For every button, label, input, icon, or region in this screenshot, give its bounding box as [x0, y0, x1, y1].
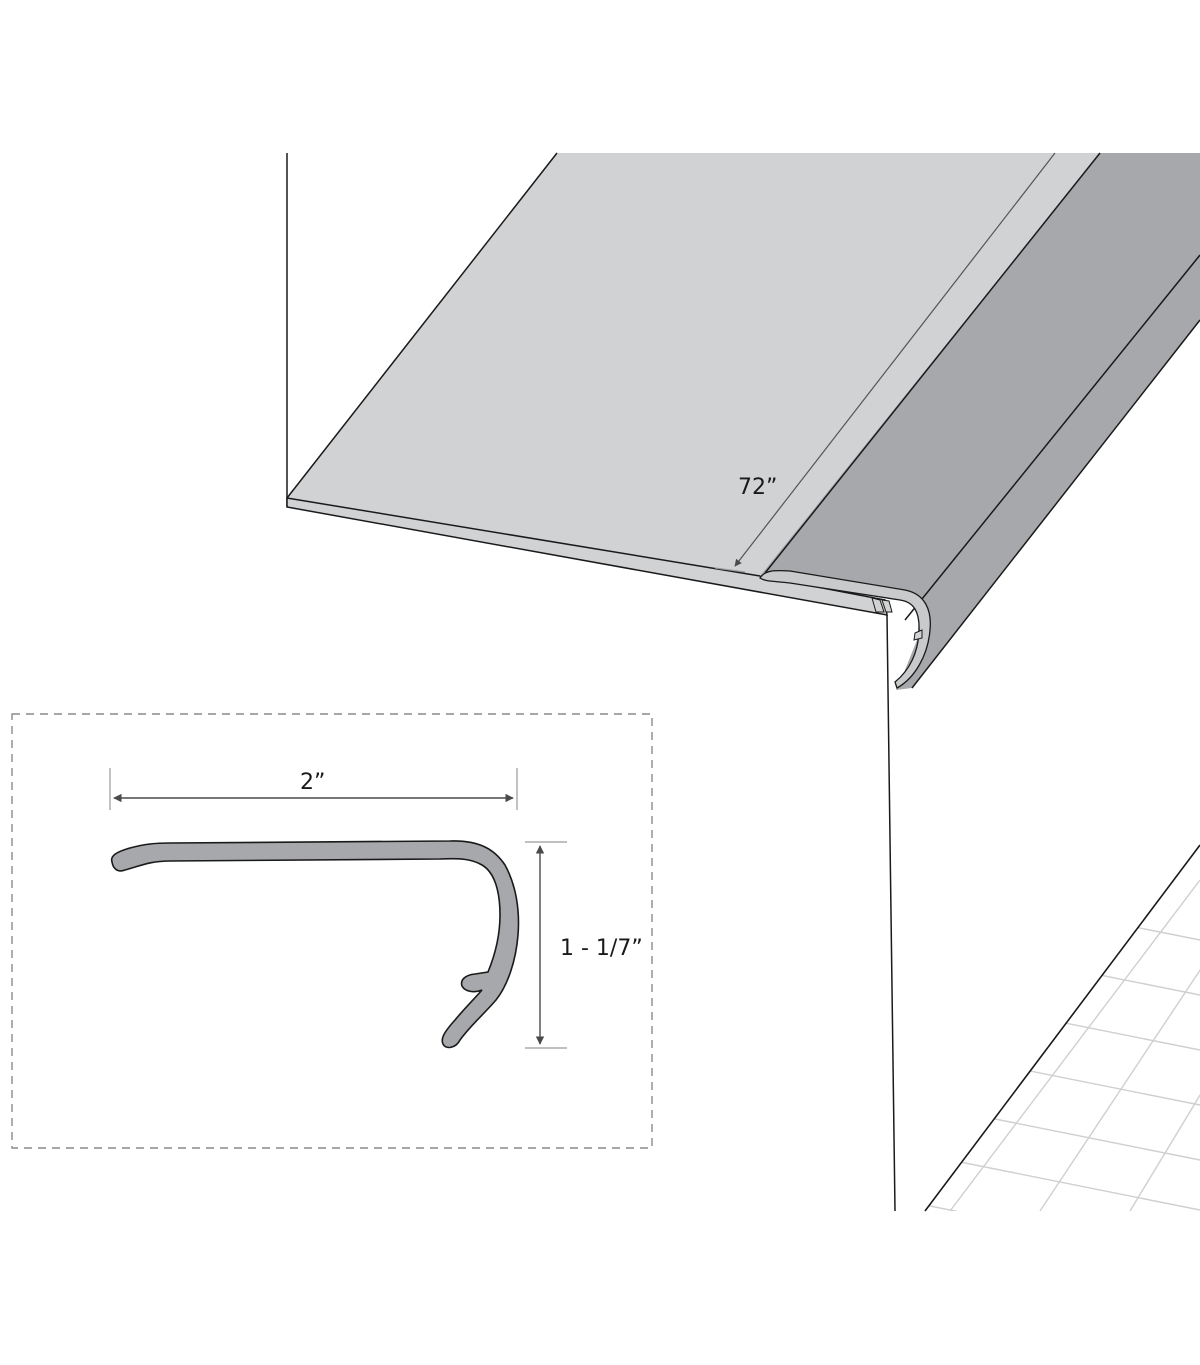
length-label: 72” — [738, 475, 777, 500]
nose-clip-detail — [871, 597, 893, 613]
riser-edge-line — [886, 614, 896, 1212]
stair-nose-profile — [110, 840, 520, 1049]
nose-outer-edge — [911, 319, 1200, 689]
stair-nose-strip — [760, 153, 1200, 690]
floor-tile-grid — [925, 879, 1200, 1211]
length-dimension-line — [734, 152, 1056, 567]
nose-bend-line — [904, 254, 1200, 621]
tread-top-surface — [287, 153, 1100, 578]
nose-inner-edge — [764, 152, 1101, 574]
length-extension-line — [714, 567, 746, 573]
nose-barb-detail — [913, 629, 923, 641]
isometric-stair-view: 72” — [286, 152, 1200, 1212]
height-label: 1 - 1/7” — [560, 936, 643, 961]
nose-end-profile — [759, 569, 931, 689]
tread-back-edge — [286, 152, 558, 499]
inset-dashed-border — [11, 713, 653, 1149]
floor-edge-line — [924, 844, 1200, 1212]
profile-inset: 2” 1 - 1/7” — [11, 713, 653, 1149]
width-label: 2” — [300, 770, 325, 795]
